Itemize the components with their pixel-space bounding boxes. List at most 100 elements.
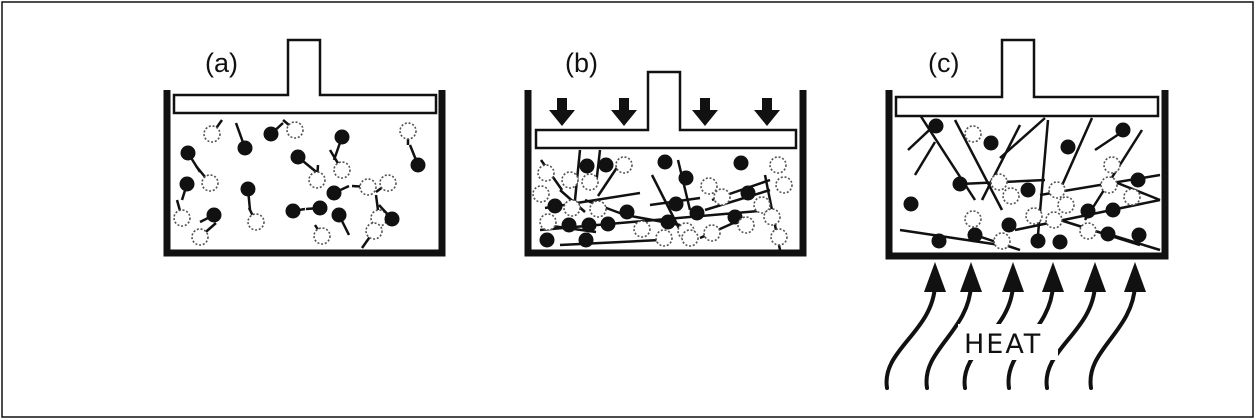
molecule-chain: [704, 188, 771, 212]
solid-molecule: [1030, 233, 1046, 249]
solid-molecule: [1060, 139, 1076, 155]
hollow-molecule: [763, 208, 781, 226]
hollow-molecule: [1045, 211, 1063, 229]
panel-b-piston: [534, 70, 798, 150]
panel-a-label: (a): [205, 48, 238, 78]
panel-a-container: [163, 90, 446, 257]
up-arrow-icon: [1084, 262, 1106, 292]
solid-molecule: [733, 155, 749, 171]
hollow-molecule: [770, 228, 788, 246]
solid-molecule: [657, 154, 673, 170]
hollow-molecule: [700, 177, 718, 195]
molecule-chain: [596, 165, 620, 197]
solid-molecule: [931, 233, 947, 249]
solid-molecule: [660, 214, 676, 230]
solid-molecule: [206, 207, 222, 223]
hollow-molecule: [681, 229, 699, 247]
molecule-chain: [1083, 129, 1144, 221]
solid-molecule: [678, 170, 694, 186]
molecule-chain: [899, 228, 1001, 247]
solid-molecule: [903, 196, 919, 212]
solid-molecule: [561, 217, 577, 233]
hollow-molecule: [313, 227, 331, 245]
panel-b-label: (b): [565, 48, 598, 78]
solid-molecule: [952, 176, 968, 192]
heat-label: HEAT: [964, 329, 1042, 360]
heat-wave: [1088, 283, 1137, 390]
molecule-chain: [1058, 117, 1094, 191]
down-arrow-icon: [549, 98, 575, 126]
panel-a: (a): [163, 38, 446, 257]
solid-molecule: [285, 203, 301, 219]
solid-molecule: [1080, 203, 1096, 219]
hollow-molecule: [333, 161, 351, 179]
hollow-molecule: [537, 164, 555, 182]
solid-molecule: [547, 198, 563, 214]
solid-molecule: [384, 211, 400, 227]
hollow-molecule: [703, 224, 721, 242]
panel-c-label: (c): [928, 48, 959, 78]
hollow-molecule: [563, 199, 581, 217]
panel-b-molecules: [532, 149, 793, 251]
heat-source: HEAT: [884, 262, 1146, 390]
hollow-molecule: [964, 125, 982, 143]
solid-molecule: [983, 135, 999, 151]
solid-molecule: [1105, 202, 1121, 218]
solid-molecule: [689, 205, 705, 221]
molecule-chain: [999, 117, 1046, 159]
solid-molecule: [334, 129, 350, 145]
down-arrow-icon: [611, 98, 637, 126]
solid-molecule: [237, 140, 253, 156]
panel-a-piston: [172, 38, 438, 115]
hollow-molecule: [561, 171, 579, 189]
molecule-chain: [913, 141, 937, 176]
panel-b: (b): [524, 48, 807, 257]
hollow-molecule: [286, 121, 304, 139]
solid-molecule: [331, 207, 347, 223]
up-arrow-icon: [960, 262, 982, 292]
hollow-molecule: [753, 196, 771, 214]
molecule-chain: [980, 124, 1022, 201]
solid-molecule: [263, 126, 279, 142]
hollow-molecule: [247, 213, 265, 231]
hollow-molecule: [379, 174, 397, 192]
hollow-molecule: [655, 229, 673, 247]
solid-molecule: [727, 209, 743, 225]
down-arrow-icon: [692, 98, 718, 126]
solid-molecule: [581, 217, 597, 233]
panel-c-piston: [894, 38, 1160, 118]
heat-wave: [924, 283, 973, 390]
hollow-molecule: [633, 220, 651, 238]
solid-molecule: [1115, 122, 1131, 138]
hollow-molecule: [964, 210, 982, 228]
solid-molecule: [1052, 234, 1068, 250]
hollow-molecule: [1057, 196, 1075, 214]
solid-molecule: [240, 181, 256, 197]
hollow-molecule: [769, 156, 787, 174]
hollow-molecule: [990, 173, 1008, 191]
molecule-chain: [1107, 232, 1161, 252]
solid-molecule: [1001, 217, 1017, 233]
solid-molecule: [180, 145, 196, 161]
heat-label-backdrop: [958, 324, 1058, 360]
hollow-molecule: [1025, 207, 1043, 225]
hollow-molecule: [359, 178, 377, 196]
hollow-molecule: [615, 156, 633, 174]
solid-molecule: [1100, 226, 1116, 242]
up-arrow-icon: [1042, 262, 1064, 292]
hollow-molecule: [1103, 156, 1121, 174]
hollow-molecule: [1123, 188, 1141, 206]
hollow-molecule: [1100, 176, 1118, 194]
panel-c-container: [885, 90, 1169, 260]
solid-molecule: [598, 157, 614, 173]
hollow-molecule: [308, 171, 326, 189]
solid-molecule: [928, 118, 944, 134]
hollow-molecule: [589, 200, 607, 218]
solid-molecule: [668, 196, 684, 212]
solid-molecule: [579, 158, 595, 174]
solid-molecule: [600, 216, 616, 232]
solid-molecule: [578, 232, 594, 248]
hollow-molecule: [1002, 187, 1020, 205]
